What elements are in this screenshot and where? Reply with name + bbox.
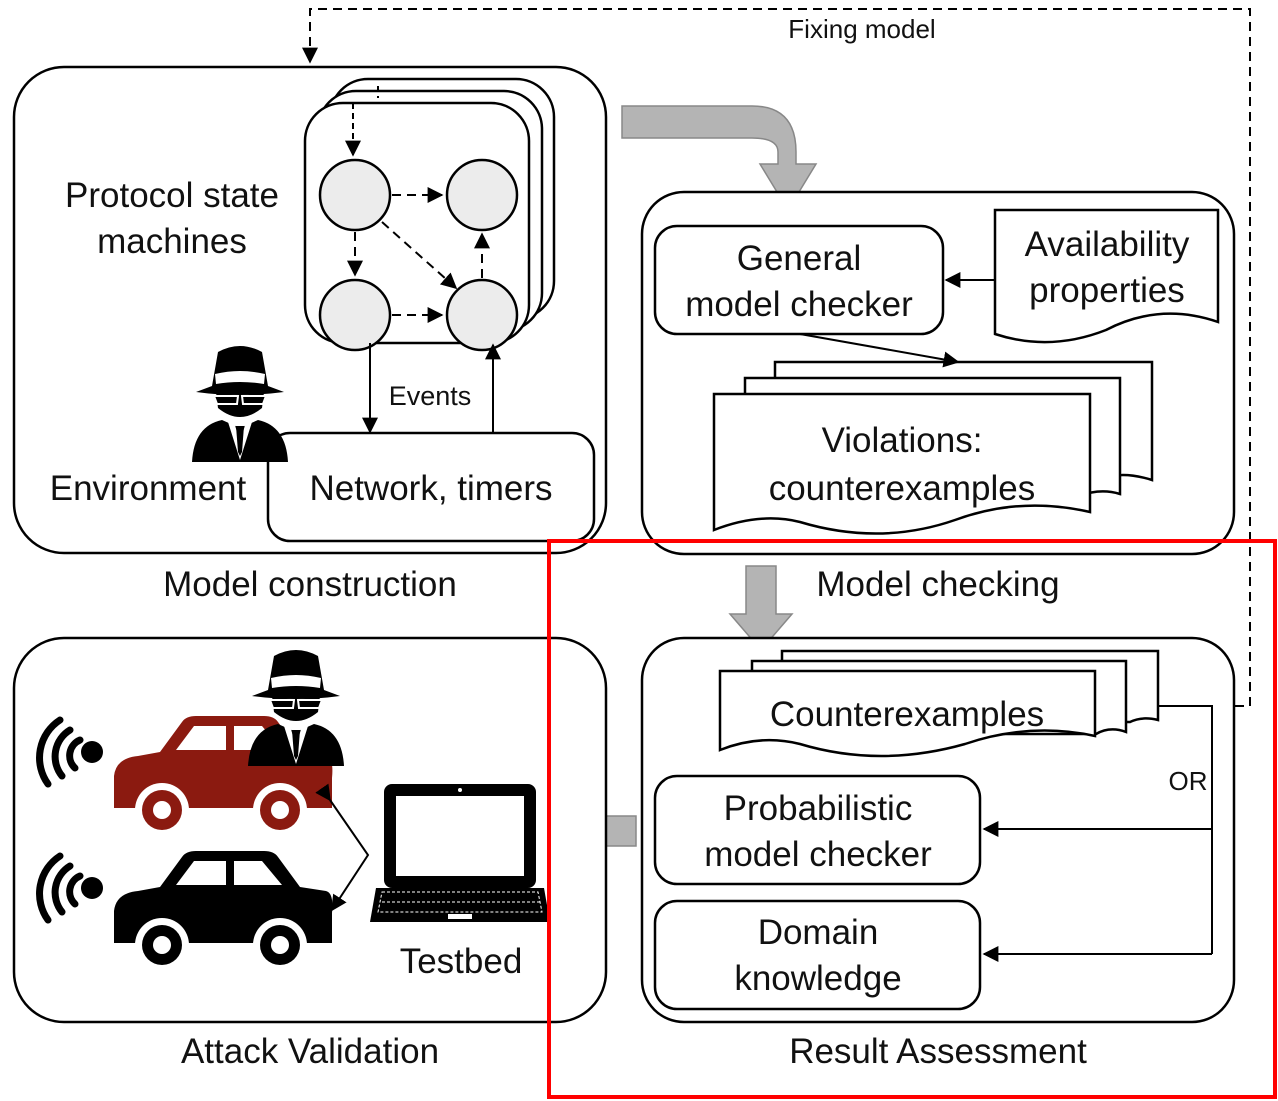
result-assessment-panel: Counterexamples OR Probabilistic model c…: [640, 636, 1236, 1071]
state-node: [445, 158, 519, 232]
domain-line2: knowledge: [734, 959, 901, 998]
highlight-frame: [547, 539, 1277, 1099]
availability-line1: Availability: [1025, 225, 1190, 264]
laptop-icon: [370, 784, 550, 922]
model-construction-caption: Model construction: [163, 565, 457, 604]
result-assessment-caption: Result Assessment: [789, 1032, 1087, 1071]
state-machines-label-line2: machines: [97, 222, 247, 261]
probabilistic-line1: Probabilistic: [724, 789, 913, 828]
counterexamples-label: Counterexamples: [770, 695, 1044, 734]
model-checking-caption: Model checking: [816, 565, 1059, 604]
general-checker-line1: General: [737, 239, 862, 278]
flow-arrow-to-checking: [621, 105, 818, 212]
network-timers-label: Network, timers: [309, 469, 552, 508]
flow-arrow-to-assessment: [728, 565, 794, 652]
availability-properties-doc: [993, 208, 1220, 344]
network-timers-box: [266, 431, 596, 543]
or-label: OR: [1169, 766, 1208, 796]
counterexamples-doc-stack: [718, 649, 1160, 758]
probabilistic-checker-box: [653, 774, 982, 886]
state-machines-label-line1: Protocol state: [65, 176, 279, 215]
violations-line2: counterexamples: [769, 469, 1036, 508]
model-checking-panel: General model checker Availability prope…: [640, 190, 1236, 556]
state-node: [318, 158, 392, 232]
domain-knowledge-box: [653, 899, 982, 1011]
attack-validation-caption: Attack Validation: [181, 1032, 439, 1071]
attack-validation-panel: Testbed Attack Validation: [12, 636, 608, 1071]
general-checker-line2: model checker: [685, 285, 913, 324]
model-construction-panel: Protocol state machines Events Network, …: [12, 65, 608, 604]
violations-doc-stack: [712, 360, 1154, 535]
domain-line1: Domain: [758, 913, 879, 952]
state-node: [445, 278, 519, 352]
environment-label: Environment: [50, 469, 247, 508]
violations-line1: Violations:: [822, 421, 983, 460]
state-machine-stack: [303, 77, 556, 352]
testbed-label: Testbed: [400, 942, 523, 981]
probabilistic-line2: model checker: [704, 835, 932, 874]
general-model-checker-box: [653, 224, 945, 336]
state-node: [318, 278, 392, 352]
events-label: Events: [389, 381, 472, 411]
availability-line2: properties: [1029, 271, 1185, 310]
fixing-model-label: Fixing model: [788, 14, 935, 44]
